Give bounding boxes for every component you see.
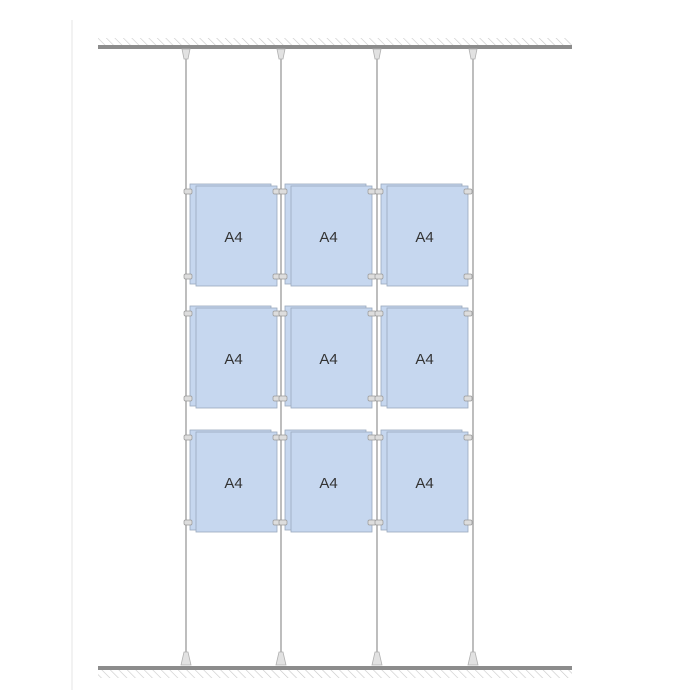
panel-clamp <box>278 434 288 441</box>
a4-panel: A4 <box>183 183 282 287</box>
panel-clamp <box>278 519 288 526</box>
a4-panel: A4 <box>278 429 377 533</box>
floor-fixing <box>180 651 192 666</box>
a4-panel: A4 <box>183 429 282 533</box>
panel-clamp <box>183 273 193 280</box>
suspension-wire <box>371 48 383 666</box>
panel-size-label: A4 <box>319 229 337 246</box>
panel-clamp <box>278 310 288 317</box>
a4-panel: A4 <box>374 183 473 287</box>
floor-fixing <box>467 651 479 666</box>
ceiling-rail <box>98 38 572 49</box>
panel-clamp <box>463 273 473 280</box>
a4-panel: A4 <box>278 183 377 287</box>
panel-clamp <box>278 188 288 195</box>
a4-panel: A4 <box>183 305 282 409</box>
a4-panel: A4 <box>374 305 473 409</box>
panel-size-label: A4 <box>415 351 433 368</box>
panel-clamp <box>183 188 193 195</box>
suspension-wire <box>180 48 192 666</box>
panel-clamp <box>278 273 288 280</box>
panel-clamp <box>463 188 473 195</box>
panel-size-label: A4 <box>319 475 337 492</box>
floor-fixing <box>275 651 287 666</box>
panel-clamp <box>183 519 193 526</box>
ceiling-fixing <box>372 48 382 60</box>
panel-size-label: A4 <box>415 475 433 492</box>
panel-clamp <box>374 310 384 317</box>
a4-panel: A4 <box>278 305 377 409</box>
floor-fixing <box>371 651 383 666</box>
panel-clamp <box>374 188 384 195</box>
panel-clamp <box>183 395 193 402</box>
panel-clamp <box>463 310 473 317</box>
floor-rail <box>98 666 572 678</box>
panel-clamp <box>374 395 384 402</box>
panel-size-label: A4 <box>415 229 433 246</box>
panel-clamp <box>183 310 193 317</box>
panel-clamp <box>278 395 288 402</box>
panel-size-label: A4 <box>319 351 337 368</box>
panel-clamp <box>463 434 473 441</box>
suspension-wire <box>467 48 479 666</box>
panel-size-label: A4 <box>224 475 242 492</box>
panel-clamp <box>183 434 193 441</box>
panel-clamp <box>374 273 384 280</box>
panel-size-label: A4 <box>224 229 242 246</box>
panel-clamp <box>374 434 384 441</box>
panel-size-label: A4 <box>224 351 242 368</box>
ceiling-fixing <box>468 48 478 60</box>
ceiling-fixing <box>276 48 286 60</box>
panel-clamp <box>463 519 473 526</box>
suspension-wire <box>275 48 287 666</box>
panel-clamp <box>374 519 384 526</box>
a4-panel: A4 <box>374 429 473 533</box>
ceiling-fixing <box>181 48 191 60</box>
panel-clamp <box>463 395 473 402</box>
